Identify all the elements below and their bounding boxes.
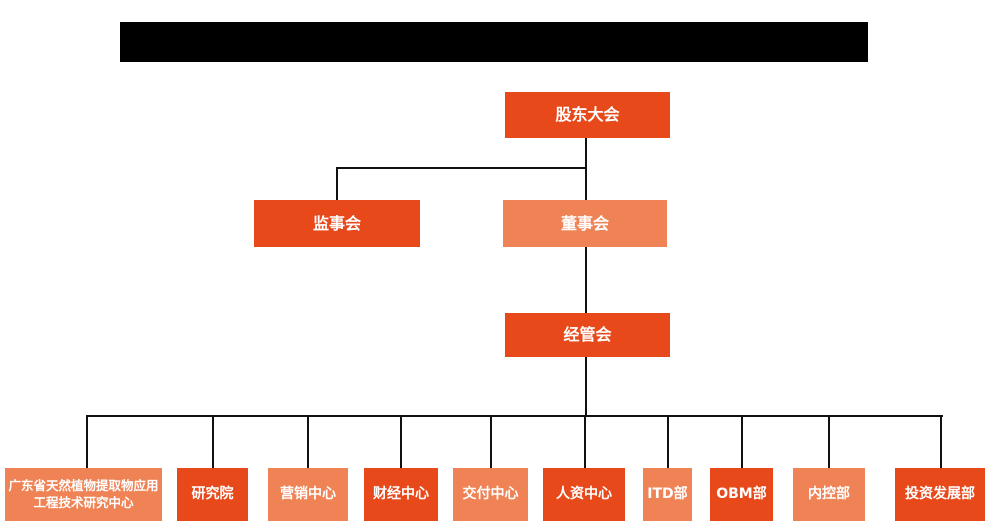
connector-drop-research-center: [86, 415, 88, 468]
connector-board-to-management: [585, 247, 587, 313]
org-node-supervisory-board: 监事会: [254, 200, 420, 247]
connector-drop-marketing-center: [307, 415, 309, 468]
org-node-finance-center: 财经中心: [364, 468, 438, 521]
org-node-itd-dept: ITD部: [643, 468, 692, 521]
connector-root-to-board: [585, 138, 587, 200]
org-node-management-committee: 经管会: [505, 313, 670, 357]
connector-branch-horizontal: [336, 167, 587, 169]
connector-drop-itd-dept: [667, 415, 669, 468]
org-node-internal-control-dept: 内控部: [793, 468, 865, 521]
org-node-board-of-directors: 董事会: [503, 200, 667, 247]
connector-drop-research-institute: [212, 415, 214, 468]
org-node-guangdong-plant-extract-research-center: 广东省天然植物提取物应用工程技术研究中心: [5, 468, 162, 521]
connector-bus: [86, 415, 943, 417]
org-node-marketing-center: 营销中心: [268, 468, 348, 521]
org-node-research-institute: 研究院: [177, 468, 248, 521]
redacted-title-bar: [120, 22, 868, 62]
connector-drop-obm-dept: [741, 415, 743, 468]
connector-drop-internal-control-dept: [828, 415, 830, 468]
connector-drop-investment-dev-dept: [940, 415, 942, 468]
connector-management-to-bus: [585, 357, 587, 417]
org-node-obm-dept: OBM部: [710, 468, 773, 521]
connector-drop-hr-center: [584, 415, 586, 468]
org-node-investment-dev-dept: 投资发展部: [895, 468, 985, 521]
org-node-hr-center: 人资中心: [543, 468, 625, 521]
connector-branch-to-supervisory: [336, 167, 338, 200]
org-node-shareholders-meeting: 股东大会: [505, 92, 670, 138]
connector-drop-delivery-center: [490, 415, 492, 468]
org-node-delivery-center: 交付中心: [453, 468, 528, 521]
connector-drop-finance-center: [400, 415, 402, 468]
